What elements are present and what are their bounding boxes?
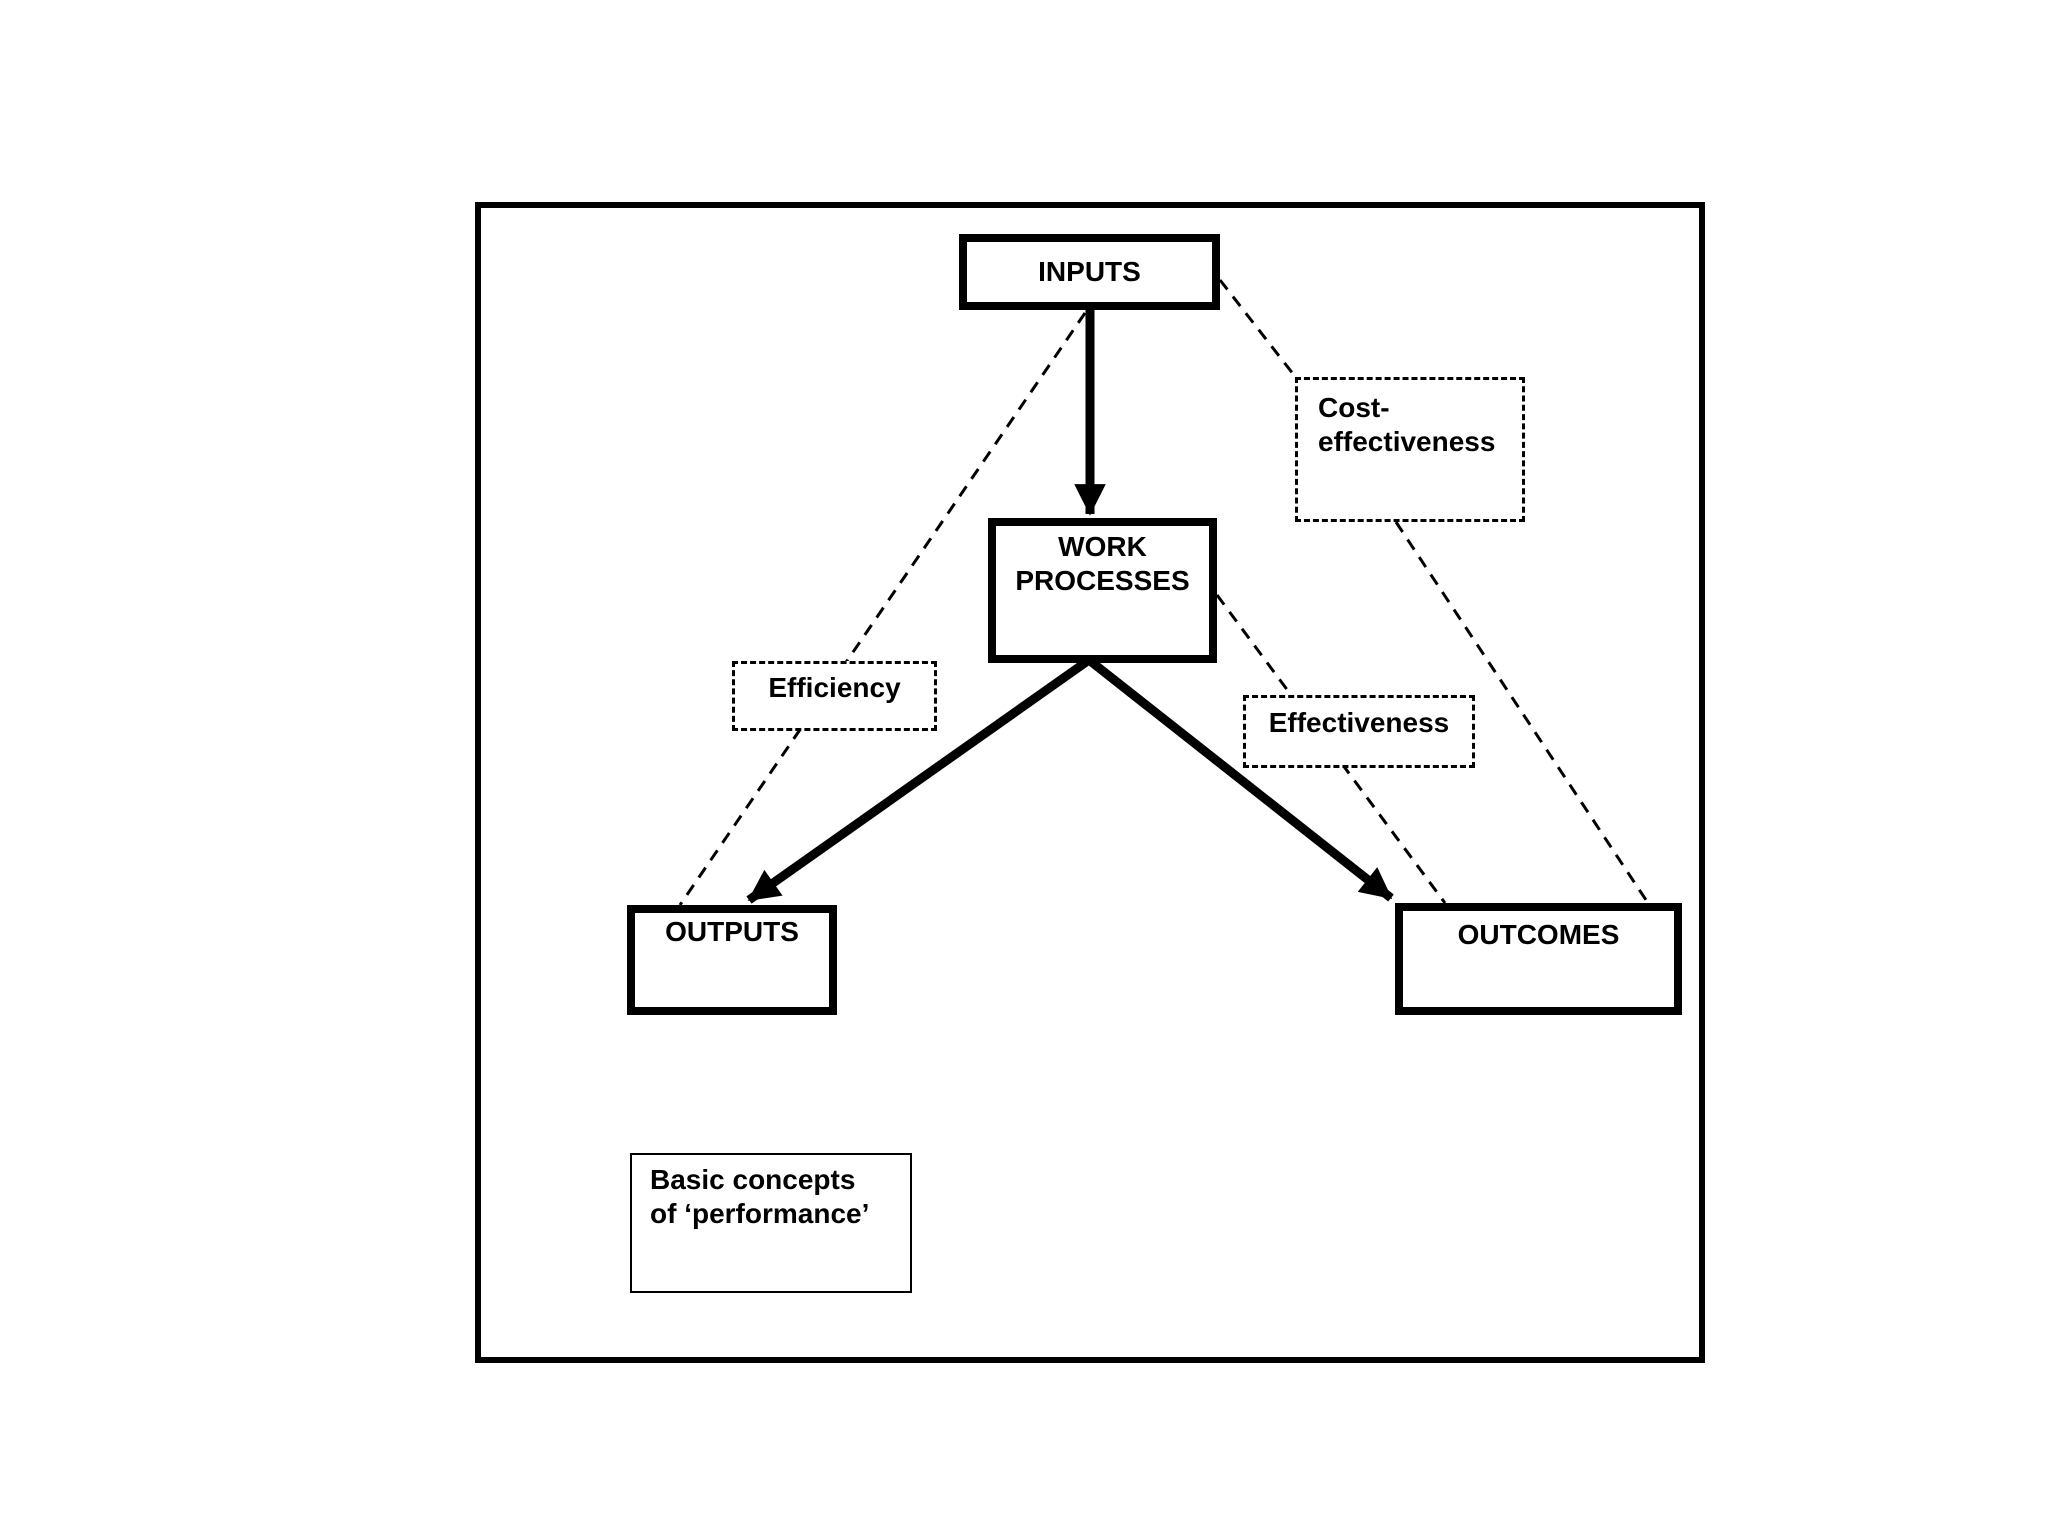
cost-effectiveness-label: Cost-effectiveness [1318, 392, 1496, 457]
caption-line-2: of ‘performance’ [650, 1198, 870, 1229]
outputs-box: OUTPUTS [627, 905, 837, 1015]
workprocesses-to-outcomes-arrow [1086, 656, 1394, 902]
inputs-outputs-efficiency-dashed-line [678, 312, 1087, 906]
outcomes-label: OUTCOMES [1457, 919, 1620, 950]
inputs-box: INPUTS [959, 234, 1220, 310]
inputs-label: INPUTS [1038, 256, 1141, 287]
efficiency-concept-box: Efficiency [732, 661, 937, 731]
effectiveness-concept-box: Effectiveness [1243, 695, 1475, 768]
work-processes-label: WORK PROCESSES [1015, 531, 1190, 596]
caption-box: Basic concepts of ‘performance’ [630, 1153, 912, 1293]
inputs-costeffectiveness-dashed-line [1218, 279, 1299, 380]
outcomes-box: OUTCOMES [1395, 903, 1682, 1015]
workprocesses-to-outputs-arrow [746, 656, 1092, 904]
efficiency-label: Efficiency [768, 672, 901, 703]
work-processes-box: WORK PROCESSES [988, 518, 1217, 663]
costeffectiveness-outcomes-dashed-line [1394, 521, 1650, 904]
caption-line-1: Basic concepts [650, 1164, 856, 1195]
diagram-frame [475, 202, 1705, 1363]
effectiveness-label: Effectiveness [1268, 707, 1450, 738]
outputs-label: OUTPUTS [665, 916, 799, 947]
cost-effectiveness-concept-box: Cost-effectiveness [1295, 377, 1525, 522]
